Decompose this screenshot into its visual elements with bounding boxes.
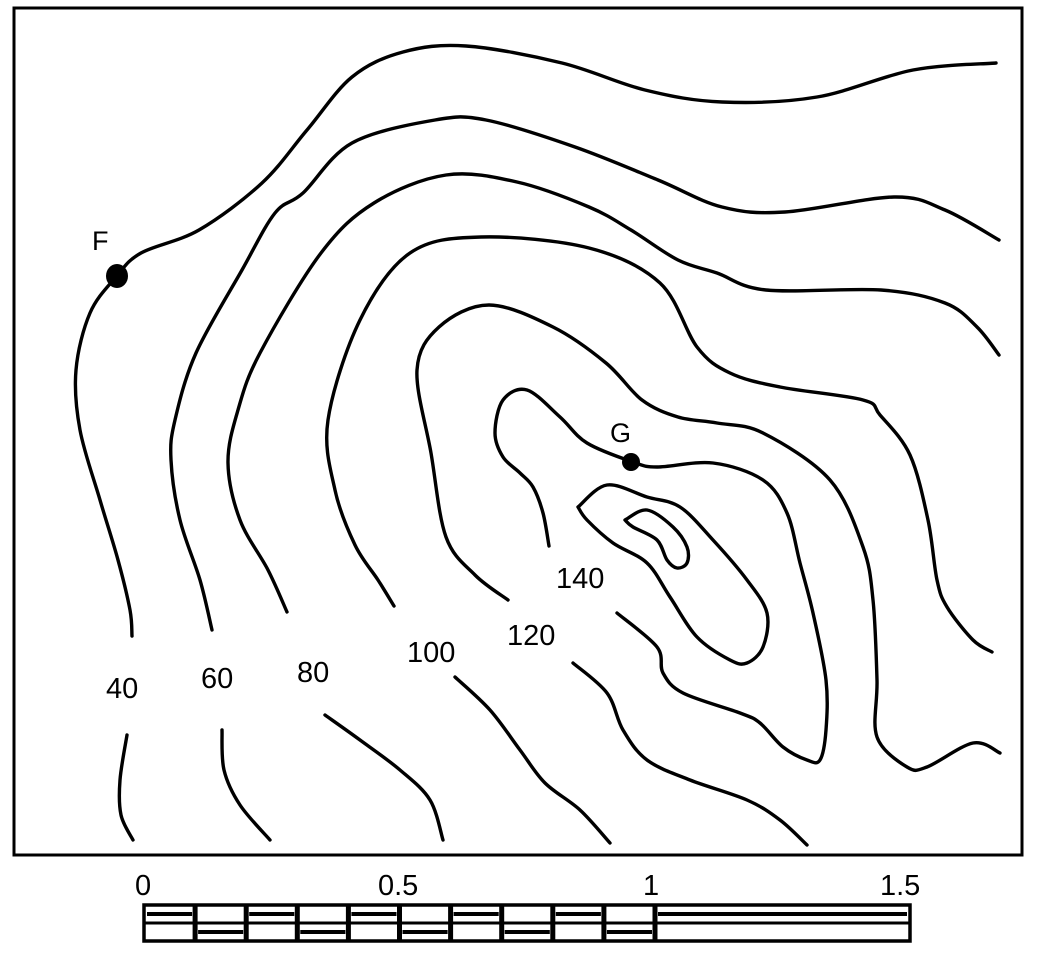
- contour-60-lower: [220, 728, 272, 842]
- point-f: F: [92, 226, 128, 288]
- scale-label-0-5: 0.5: [378, 870, 418, 902]
- contour-label-80: 80: [297, 657, 329, 689]
- point-g-label: G: [610, 418, 631, 448]
- contour-160: [576, 483, 770, 666]
- contour-label-40: 40: [106, 673, 138, 705]
- contour-label-120: 120: [507, 620, 555, 652]
- contour-lines: [73, 43, 1002, 847]
- contour-80-upper: [226, 172, 1001, 614]
- contour-100-upper: [324, 235, 994, 654]
- contour-80-lower: [323, 713, 445, 842]
- scale-label-0: 0: [135, 870, 151, 902]
- contour-140: [493, 387, 829, 765]
- contour-labels: 40 60 80 100 120 140: [106, 563, 604, 705]
- map-frame: [12, 6, 1024, 857]
- contour-label-100: 100: [407, 637, 455, 669]
- point-f-label: F: [92, 226, 109, 256]
- contour-60-upper: [168, 115, 1001, 632]
- contour-label-140: 140: [556, 563, 604, 595]
- scale-label-1-5: 1.5: [880, 870, 920, 902]
- point-g-marker: [622, 453, 640, 471]
- contour-180: [623, 508, 691, 570]
- contour-100-lower: [453, 675, 612, 845]
- contour-40-lower: [117, 733, 135, 842]
- scale-bar: 0 0.5 1 1.5: [135, 870, 920, 943]
- contour-120-lower: [571, 661, 809, 847]
- contour-40-upper: [73, 43, 998, 638]
- contour-label-60: 60: [201, 663, 233, 695]
- scale-label-1: 1: [643, 870, 659, 902]
- point-g: G: [610, 418, 640, 471]
- point-f-marker: [106, 264, 128, 288]
- contour-120-upper: [415, 303, 1002, 773]
